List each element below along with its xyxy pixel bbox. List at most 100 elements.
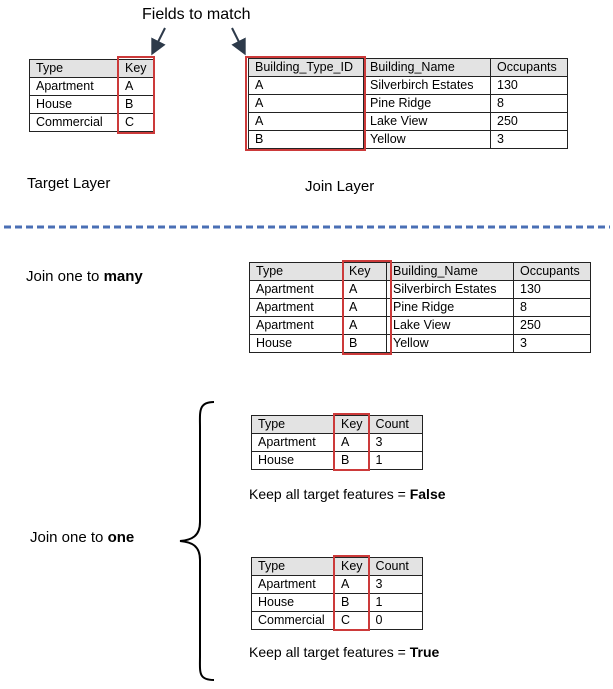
table-row: Commercial C [29,113,155,132]
table-row: Apartment A Silverbirch Estates 130 [249,280,591,299]
table-row: Apartment A 3 [251,433,423,452]
text-segment: many [103,268,143,285]
table-cell: A [248,112,364,131]
table-cell: 130 [490,76,568,95]
table-cell: B [342,334,387,353]
table-cell: B [118,95,155,114]
table-cell: 8 [490,94,568,113]
table-header-row: Type Key Building_Name Occupants [249,262,591,281]
table-cell: A [342,316,387,335]
table-cell: 0 [368,611,423,630]
table-cell: Yellow [386,334,514,353]
table-cell: Lake View [386,316,514,335]
table-cell: B [248,130,364,149]
join-table: Building_Type_ID Building_Name Occupants… [248,58,568,149]
header-cell: Count [368,415,423,434]
table-cell: 250 [513,316,591,335]
table-cell: A [334,575,370,594]
one-to-one-true-table: Type Key Count Apartment A 3 House B 1 C… [251,557,423,630]
text-segment: True [409,644,440,660]
arrow-to-key [151,27,166,56]
header-cell: Building_Type_ID [248,58,364,77]
table-cell: C [118,113,155,132]
table-header-row: Type Key Count [251,415,423,434]
header-cell: Key [118,59,155,78]
table-cell: Pine Ridge [386,298,514,317]
header-cell: Occupants [513,262,591,281]
table-header-row: Type Key [29,59,155,78]
table-cell: Silverbirch Estates [386,280,514,299]
table-header-row: Type Key Count [251,557,423,576]
table-row: House B 1 [251,451,423,470]
target-layer-caption: Target Layer [27,175,111,192]
table-cell: A [118,77,155,96]
table-row: House B Yellow 3 [249,334,591,353]
arrow-to-building-type-id [231,27,246,56]
keep-all-true-caption: Keep all target features = True [249,644,439,660]
header-cell: Count [368,557,423,576]
text-segment: Keep all target features = [249,644,410,660]
table-row: A Lake View 250 [248,112,568,131]
table-cell: A [248,76,364,95]
table-row: A Pine Ridge 8 [248,94,568,113]
table-cell: Apartment [249,316,343,335]
table-cell: House [29,95,119,114]
table-row: Apartment A Pine Ridge 8 [249,298,591,317]
table-row: House B 1 [251,593,423,612]
text-segment: Keep all target features = [249,486,410,502]
table-header-row: Building_Type_ID Building_Name Occupants [248,58,568,77]
table-cell: 3 [490,130,568,149]
text-segment: Join one to [30,529,108,546]
header-cell: Building_Name [363,58,491,77]
header-cell: Building_Name [386,262,514,281]
table-cell: 3 [513,334,591,353]
table-cell: B [334,593,370,612]
table-cell: 3 [368,575,423,594]
one-to-many-table: Type Key Building_Name Occupants Apartme… [249,262,591,353]
join-layer-caption: Join Layer [305,178,375,195]
table-cell: Yellow [363,130,491,149]
header-cell: Type [251,557,335,576]
header-cell: Key [342,262,387,281]
table-cell: Silverbirch Estates [363,76,491,95]
table-row: A Silverbirch Estates 130 [248,76,568,95]
one-to-many-label: Join one to many [26,268,143,285]
one-to-one-label: Join one to one [30,529,134,546]
table-cell: Commercial [29,113,119,132]
text-segment: Join one to [26,268,104,285]
one-to-one-false-table: Type Key Count Apartment A 3 House B 1 [251,415,423,470]
table-cell: Lake View [363,112,491,131]
table-cell: Commercial [251,611,335,630]
table-row: Apartment A 3 [251,575,423,594]
table-cell: Pine Ridge [363,94,491,113]
table-cell: A [342,298,387,317]
header-cell: Occupants [490,58,568,77]
header-cell: Key [334,415,370,434]
header-cell: Type [251,415,335,434]
table-cell: 1 [368,593,423,612]
table-cell: A [248,94,364,113]
table-cell: House [251,451,335,470]
table-cell: Apartment [251,433,335,452]
table-row: B Yellow 3 [248,130,568,149]
table-row: Commercial C 0 [251,611,423,630]
text-segment: one [107,529,135,546]
header-cell: Type [249,262,343,281]
table-row: House B [29,95,155,114]
table-cell: Apartment [251,575,335,594]
target-table: Type Key Apartment A House B Commercial … [29,59,155,132]
table-row: Apartment A [29,77,155,96]
keep-all-false-caption: Keep all target features = False [249,486,446,502]
table-cell: Apartment [249,298,343,317]
table-cell: A [334,433,370,452]
curly-brace [179,401,215,681]
table-cell: 3 [368,433,423,452]
table-cell: A [342,280,387,299]
table-cell: 130 [513,280,591,299]
text-segment: False [409,486,446,502]
header-cell: Key [334,557,370,576]
table-cell: 250 [490,112,568,131]
table-cell: House [249,334,343,353]
table-cell: Apartment [249,280,343,299]
